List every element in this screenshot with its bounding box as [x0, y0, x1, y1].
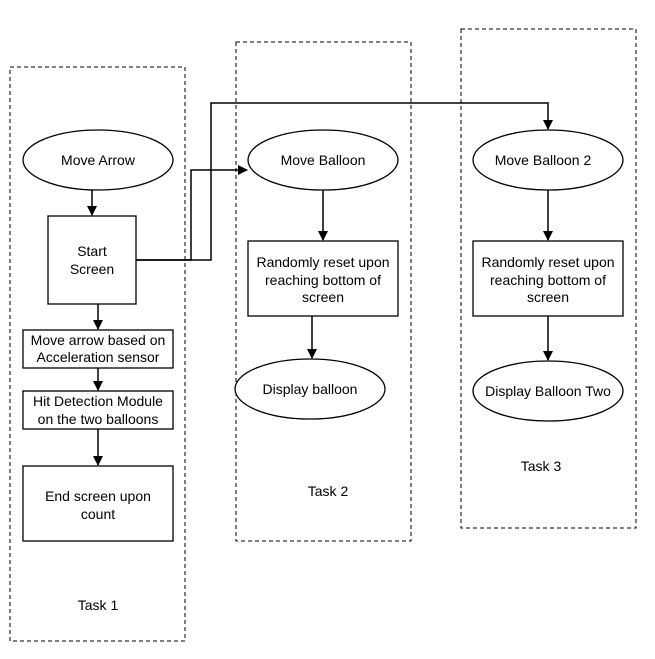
start-screen-label-line-2: Screen — [70, 261, 114, 277]
start-screen-label-line-1: Start — [77, 243, 107, 259]
task-3-reset-label-line-1: Randomly reset upon — [481, 254, 614, 270]
move-balloon-label: Move Balloon — [281, 152, 366, 168]
end-screen-node — [22, 465, 174, 542]
move-arrow-node — [22, 129, 174, 191]
task-1-label: Task 1 — [78, 597, 119, 613]
task-2-reset-node — [247, 240, 399, 317]
display-balloon-node — [234, 358, 386, 420]
display-balloon-two-label: Display Balloon Two — [485, 383, 611, 399]
arrow-start-to-move-balloon-2 — [136, 102, 553, 261]
move-balloon-2-label: Move Balloon 2 — [495, 152, 592, 168]
task-1-container — [9, 66, 186, 642]
task-3-reset-node — [472, 240, 624, 317]
hit-detection-label-line-1: Hit Detection Module — [33, 393, 163, 409]
task-3-reset-label-line-3: screen — [527, 289, 569, 305]
task-2-reset-label-line-2: reaching bottom of — [265, 272, 381, 288]
move-arrow-sensor-label-line-2: Acceleration sensor — [37, 349, 160, 365]
arrow-start-to-move-balloon — [136, 165, 248, 261]
task-2-reset-label-line-3: screen — [302, 289, 344, 305]
display-balloon-label: Display balloon — [263, 381, 358, 397]
move-arrow-sensor-label-line-1: Move arrow based on — [31, 332, 166, 348]
task-2-reset-label-line-1: Randomly reset upon — [256, 254, 389, 270]
move-arrow-sensor-node — [22, 329, 174, 369]
task-3-container — [460, 28, 637, 529]
task-3-reset-label-line-2: reaching bottom of — [490, 272, 606, 288]
hit-detection-label-line-2: on the two balloons — [38, 411, 159, 427]
task-2-label: Task 2 — [308, 483, 349, 499]
task-3-label: Task 3 — [521, 458, 562, 474]
start-screen-node — [47, 215, 137, 305]
end-screen-label-line-1: End screen upon — [45, 488, 151, 504]
move-arrow-label: Move Arrow — [61, 152, 136, 168]
task-2-container — [235, 41, 412, 542]
display-balloon-two-node — [472, 360, 624, 422]
end-screen-label-line-2: count — [81, 506, 115, 522]
